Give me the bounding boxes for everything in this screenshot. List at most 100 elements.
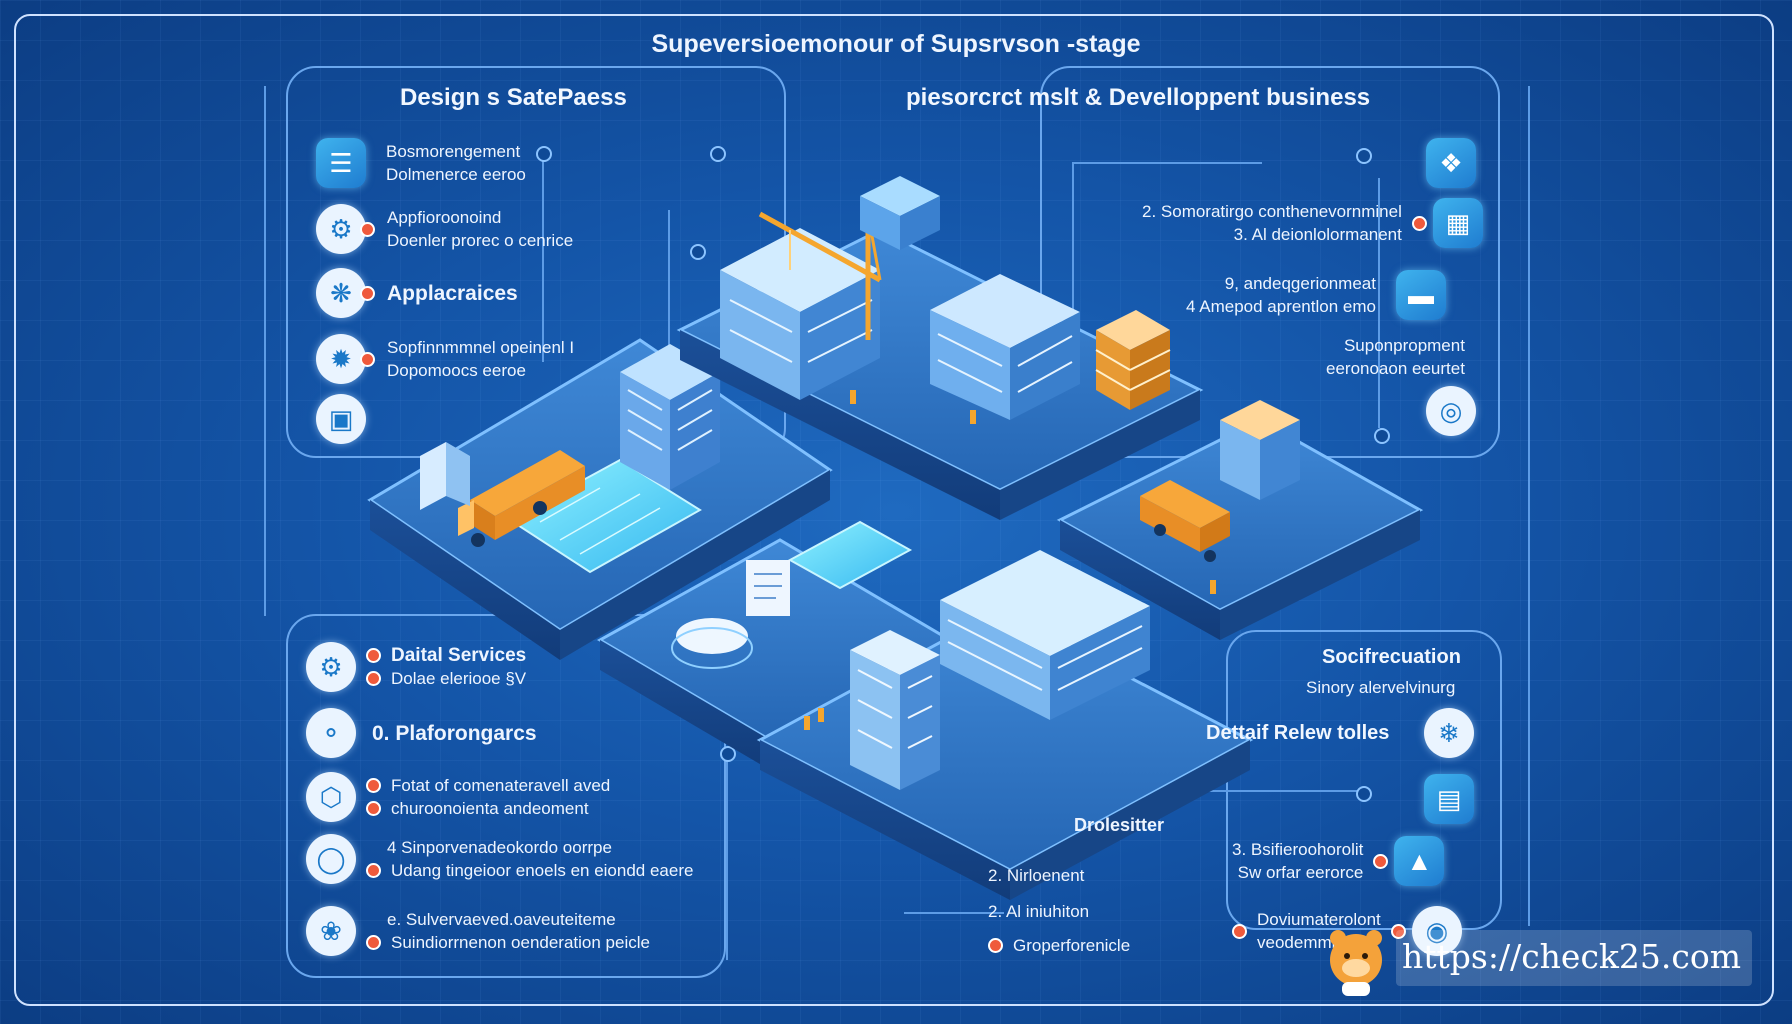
bullet-dot [1232,923,1247,939]
item-sublabel: Sw orfar eerorce [1237,863,1364,882]
bottom-right-heading: Dettaif Relew tolles [1206,722,1390,744]
item-label: e. Sulvervaeved.oaveuteiteme [387,910,616,929]
item-label: Groperforenicle [1013,936,1131,955]
bottom-left-item-1: ⚙ Daital Services Dolae eleriooe §V [306,642,526,692]
left-panel-title: Design s SatePaess [400,84,627,111]
connector-line [264,86,266,616]
bottom-center-line-3: Groperforenicle [988,934,1130,957]
slider-icon: ▬ [1395,270,1446,320]
right-item-2: 2. Somoratirgo conthenevornminel 3. Al de… [1142,198,1483,248]
item-label: Sopfinnmmnel opeinenl I [387,338,575,357]
outer-frame [14,14,1774,1006]
item-label: Doviumaterolont [1257,910,1381,929]
connector-node [720,746,736,762]
bullet-dot [366,778,381,793]
cube-icon: ▦ [1432,198,1483,248]
item-sublabel: Suindiorrnenon oenderation peicle [391,933,650,952]
gear-icon: ⚙ [306,642,356,692]
right-item-1: ❖ [1426,138,1476,188]
target-icon: ◎ [1426,386,1476,436]
item-label: 0. Plaforongarcs [372,721,537,745]
hub-icon: ❖ [1426,138,1476,188]
mountain-icon: ▲ [1394,836,1445,886]
bullet-dot [366,671,381,686]
bottom-left-item-5: ❀ e. Sulvervaeved.oaveuteiteme Suindiorr… [306,906,650,956]
item-sublabel: Doenler prorec o cenrice [387,231,574,250]
brain-icon: ❀ [306,906,356,956]
truck-left [458,450,585,547]
bottom-right-title: Socifrecuation [1322,646,1461,668]
right-panel-title: piesorcrct mslt & Develloppent business [906,84,1371,111]
bullet-dot [360,221,375,237]
watermark-url[interactable]: https://check25.com [1402,937,1742,976]
snowflake-icon: ❄ [1424,708,1474,758]
bullet-dot [366,863,381,878]
connector-line [726,760,728,960]
item-label: Bosmorengement [386,142,521,161]
item-sublabel: 3. Al deionlolormanent [1233,225,1402,244]
globe-icon: ◉ [1411,906,1462,956]
office-building-large [940,550,1150,720]
building-right [1220,400,1300,500]
bars-icon: ☰ [316,138,366,188]
right-item-5: ◎ [1426,386,1476,436]
bottom-left-item-4: ◯ 4 Sinporvenadeokordo oorrpe Udang ting… [306,834,693,884]
connector-node [536,146,552,162]
item-label: Appfioroonoind [387,208,502,227]
bullet-dot [1373,853,1389,869]
item-label: 3. Bsifieroohorolit [1232,840,1364,859]
bottom-left-item-3: ⬡ Fotat of comenateravell aved churoonoi… [306,772,610,822]
ring-icon: ◯ [306,834,356,884]
screen-icon: ▣ [316,394,366,444]
rooftop-unit [860,176,940,250]
office-tower [850,630,940,790]
item-label: 2. Somoratirgo conthenevornminel [1142,202,1402,221]
connector-line [1072,162,1074,362]
bullet-dot [1390,923,1406,939]
small-building [420,442,470,510]
connector-line [1126,790,1362,792]
item-sublabel: eeronoaon eeurtet [1326,359,1465,378]
item-sublabel: Dolae eleriooe §V [391,669,527,688]
bullet-dot [1411,215,1427,231]
bullet-dot [360,285,375,301]
item-label: 9, andeqgerionmeat [1224,274,1376,293]
item-sublabel: 4 Amepod aprentlon emo [1186,297,1376,316]
connector-node [1356,148,1372,164]
item-sublabel: Dopomoocs eeroe [387,361,526,380]
building-main [720,228,880,400]
molecule-icon: ❋ [316,268,366,318]
bottom-center-title: Drolesitter [1074,815,1165,835]
item-label: Daital Services [391,645,527,666]
right-item-3: 9, andeqgerionmeat 4 Amepod aprentlon emo… [1186,270,1446,320]
truck-right [1140,480,1230,562]
bullet-dot [366,801,381,816]
connector-node [710,146,726,162]
connector-node [690,244,706,260]
building-center [930,274,1080,420]
connector-node [1356,786,1372,802]
item-label: Applacraices [387,281,518,305]
platform-right [1056,418,1424,640]
connector-line [542,152,544,362]
chat-icon: ▤ [1424,774,1474,824]
bullet-dot [988,938,1003,953]
item-sublabel: veodemmitts [1257,933,1354,952]
bullet-dot [360,351,375,367]
bottom-right-item-3: 3. Bsifieroohorolit Sw orfar eerorce ▲ [1232,836,1445,886]
shield-icon: ⚬ [306,708,356,758]
connector-line [668,210,670,410]
mascot-logo [1330,930,1382,996]
item-sublabel: churoonoienta andeoment [391,799,589,818]
connector-line [904,912,1004,914]
workers [804,390,1216,730]
item-sublabel: Udang tingeioor enoels en eiondd eaere [391,861,694,880]
hexagon-icon: ⬡ [306,772,356,822]
gear-icon: ⚙ [316,204,366,254]
bottom-center-line-2: 2. Al iniuhiton [988,902,1090,921]
connector-line [1528,86,1530,926]
